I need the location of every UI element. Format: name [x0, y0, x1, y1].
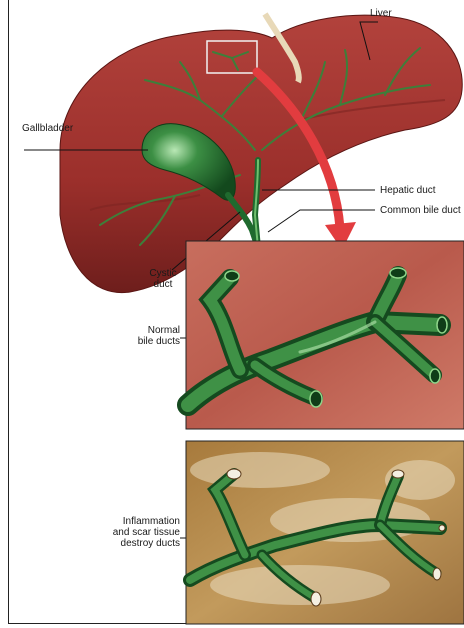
inflamed-ducts-panel	[186, 441, 464, 624]
normal-ducts-panel	[186, 241, 464, 429]
label-cystic-duct: Cystic duct	[138, 268, 188, 290]
label-hepatic-duct: Hepatic duct	[380, 185, 436, 196]
label-liver: Liver	[370, 8, 392, 19]
label-inflamed-ducts: Inflammation and scar tissue destroy duc…	[96, 516, 180, 549]
label-common-bile-duct: Common bile duct	[380, 205, 464, 216]
label-gallbladder: Gallbladder	[22, 123, 73, 134]
label-normal-bile-ducts: Normal bile ducts	[110, 325, 180, 347]
